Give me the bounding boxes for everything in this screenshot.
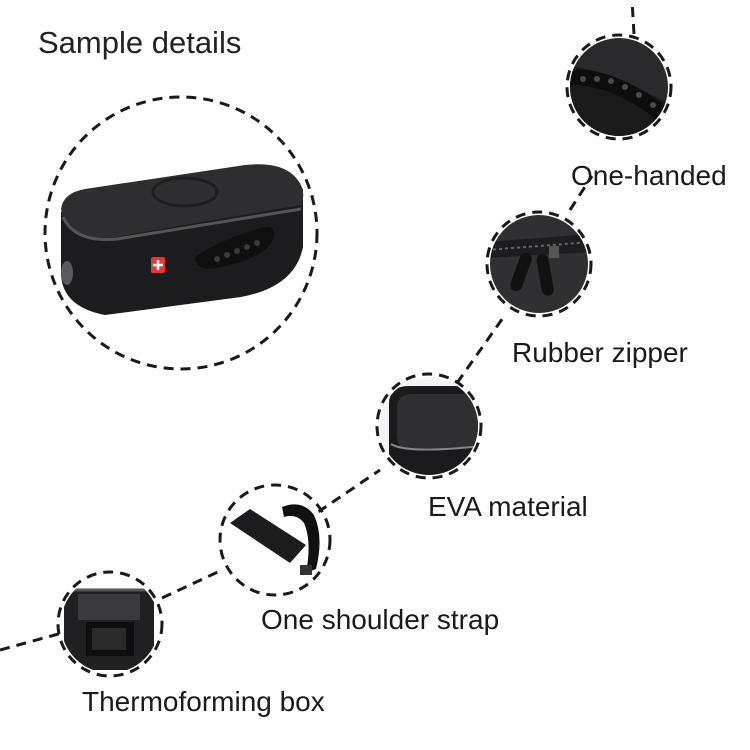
feature-label-shoulder-strap: One shoulder strap xyxy=(261,604,500,635)
eva-material-circle xyxy=(375,372,483,480)
shoulder-strap-icon xyxy=(223,488,327,592)
one-handed-circle xyxy=(565,33,673,141)
connector-line-3 xyxy=(317,468,381,514)
black-eva-case-with-handle-icon xyxy=(61,164,304,315)
main-product-circle xyxy=(43,95,319,371)
feature-label-one-handed: One-handed xyxy=(571,160,727,191)
shoulder-strap-circle xyxy=(218,483,332,597)
eva-corner-closeup-icon xyxy=(380,377,478,475)
zipper-pulls-closeup-icon xyxy=(490,215,588,313)
page-title: Sample details xyxy=(38,25,242,60)
open-case-interior-icon xyxy=(61,575,159,673)
feature-label-eva-material: EVA material xyxy=(428,491,588,522)
connector-line-4 xyxy=(455,314,507,384)
rubber-zipper-circle xyxy=(485,210,593,318)
carry-handle-closeup-icon xyxy=(570,38,668,136)
connector-line-1 xyxy=(0,631,63,652)
thermoforming-box-circle xyxy=(56,570,164,678)
feature-label-rubber-zipper: Rubber zipper xyxy=(512,337,688,368)
connector-line-6 xyxy=(630,0,636,35)
feature-label-thermoforming-box: Thermoforming box xyxy=(82,686,325,717)
connector-line-5 xyxy=(568,175,594,211)
connector-line-2 xyxy=(161,568,223,600)
